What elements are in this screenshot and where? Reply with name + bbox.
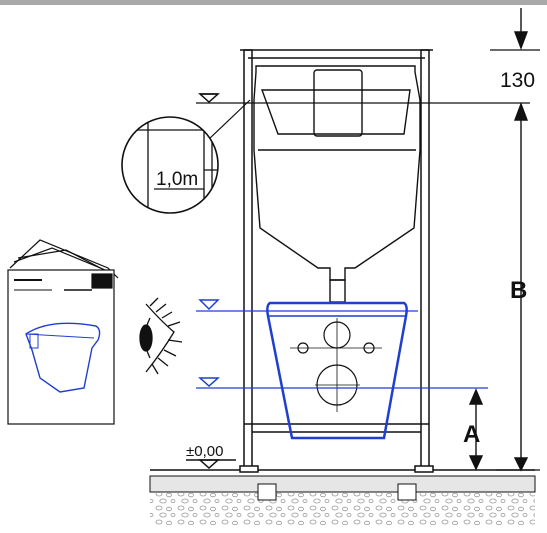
toilet-outline bbox=[266, 301, 408, 440]
zero-level-label: ±0,00 bbox=[186, 443, 223, 460]
dimension-130-label: 130 bbox=[500, 69, 535, 92]
floor bbox=[149, 469, 536, 525]
level-marker-icon bbox=[198, 377, 220, 388]
dimension-b-label: B bbox=[510, 277, 527, 304]
top-bar bbox=[0, 0, 547, 5]
eye-icon bbox=[139, 297, 183, 375]
level-marker-icon bbox=[198, 93, 220, 104]
level-marker-icon bbox=[186, 459, 236, 470]
detail-height-label: 1,0m bbox=[156, 169, 198, 190]
dimension-a-label: A bbox=[463, 421, 480, 448]
cistern bbox=[253, 65, 421, 303]
toilet-fixings bbox=[290, 318, 382, 412]
dimension-a bbox=[468, 388, 484, 471]
instruction-manual-icon bbox=[7, 239, 119, 425]
reference-lines bbox=[196, 49, 540, 471]
installation-frame bbox=[239, 49, 434, 473]
level-marker-icon bbox=[198, 299, 220, 311]
dimension-top bbox=[513, 8, 529, 472]
detail-magnifier bbox=[121, 99, 251, 214]
